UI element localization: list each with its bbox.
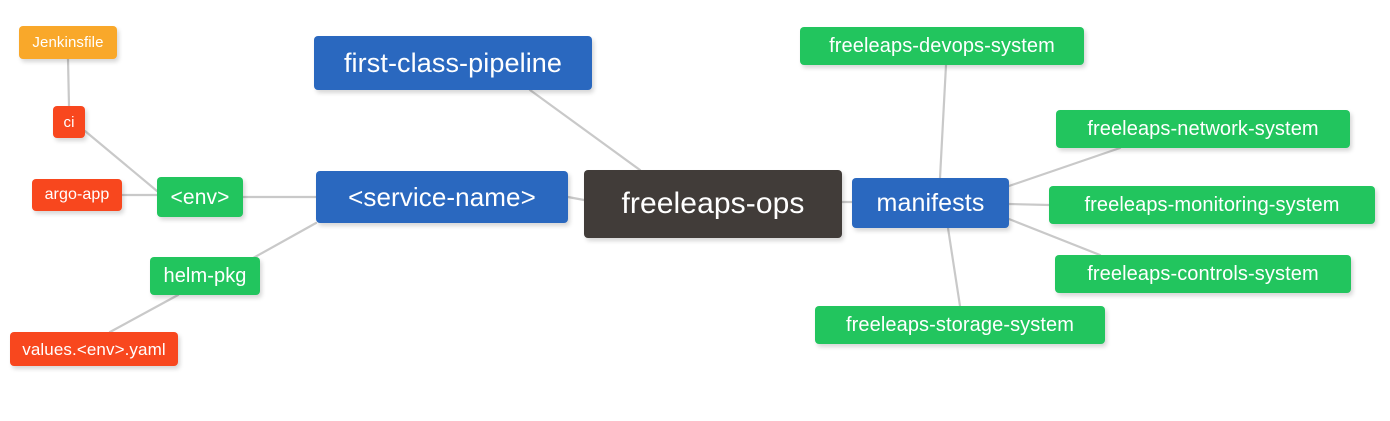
- node-label-freeleaps-devops-system: freeleaps-devops-system: [829, 35, 1055, 57]
- node-freeleaps-storage-system[interactable]: freeleaps-storage-system: [815, 306, 1105, 344]
- edge-helm-pkg-to-values-env-yaml: [108, 293, 180, 334]
- node-values-env-yaml[interactable]: values.<env>.yaml: [10, 332, 178, 366]
- edge-manifests-to-freeleaps-monitoring-system: [1007, 202, 1051, 207]
- node-manifests[interactable]: manifests: [852, 178, 1009, 228]
- node-label-argo-app: argo-app: [44, 186, 110, 203]
- node-freeleaps-monitoring-system[interactable]: freeleaps-monitoring-system: [1049, 186, 1375, 224]
- node-freeleaps-ops[interactable]: freeleaps-ops: [584, 170, 842, 238]
- node-label-values-env-yaml: values.<env>.yaml: [22, 339, 166, 359]
- edge-first-class-pipeline-to-freeleaps-ops: [528, 88, 642, 172]
- node-argo-app[interactable]: argo-app: [32, 179, 122, 211]
- node-label-service-name: <service-name>: [348, 182, 536, 212]
- edge-manifests-to-freeleaps-devops-system: [938, 63, 948, 180]
- edge-service-name-to-freeleaps-ops: [566, 195, 586, 202]
- edge-manifests-to-freeleaps-network-system: [1007, 146, 1122, 188]
- edge-jenkinsfile-to-ci: [66, 57, 71, 108]
- node-label-jenkinsfile: Jenkinsfile: [32, 34, 104, 51]
- node-first-class-pipeline[interactable]: first-class-pipeline: [314, 36, 592, 90]
- node-label-ci: ci: [63, 113, 75, 131]
- node-label-freeleaps-network-system: freeleaps-network-system: [1087, 118, 1319, 140]
- node-freeleaps-controls-system[interactable]: freeleaps-controls-system: [1055, 255, 1351, 293]
- edge-manifests-to-freeleaps-controls-system: [1007, 217, 1102, 257]
- node-label-manifests: manifests: [876, 188, 985, 217]
- edge-manifests-to-freeleaps-storage-system: [946, 226, 962, 308]
- node-ci[interactable]: ci: [53, 106, 85, 138]
- node-label-first-class-pipeline: first-class-pipeline: [343, 47, 563, 78]
- node-label-freeleaps-controls-system: freeleaps-controls-system: [1087, 263, 1319, 285]
- node-helm-pkg[interactable]: helm-pkg: [150, 257, 260, 295]
- node-label-helm-pkg: helm-pkg: [163, 265, 247, 287]
- node-freeleaps-devops-system[interactable]: freeleaps-devops-system: [800, 27, 1084, 65]
- node-freeleaps-network-system[interactable]: freeleaps-network-system: [1056, 110, 1350, 148]
- node-label-freeleaps-storage-system: freeleaps-storage-system: [845, 314, 1075, 336]
- node-service-name[interactable]: <service-name>: [316, 171, 568, 223]
- node-label-env: <env>: [170, 185, 230, 209]
- node-env[interactable]: <env>: [157, 177, 243, 217]
- node-jenkinsfile[interactable]: Jenkinsfile: [19, 26, 117, 59]
- node-label-freeleaps-ops: freeleaps-ops: [621, 187, 805, 220]
- node-label-freeleaps-monitoring-system: freeleaps-monitoring-system: [1084, 194, 1340, 216]
